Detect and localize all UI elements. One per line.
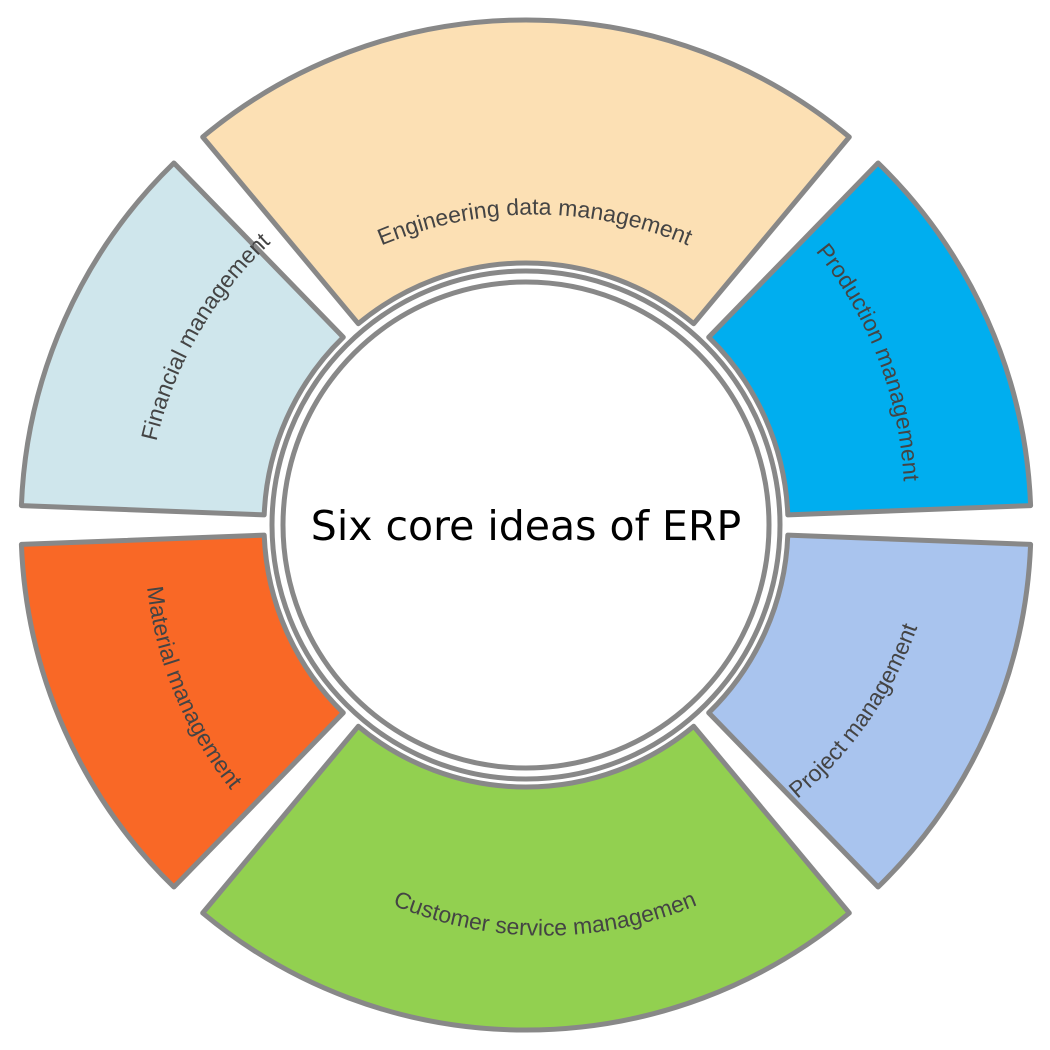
segment-financial-management <box>18 160 346 518</box>
segments <box>18 17 1034 1033</box>
center-title: Six core ideas of ERP <box>311 502 741 550</box>
segment-production-management <box>706 160 1034 518</box>
segment-engineering-data-management <box>200 17 852 327</box>
segment-project-management <box>706 532 1034 890</box>
segment-material-management <box>18 532 346 890</box>
center-circle <box>280 279 772 771</box>
segment-customer-service-management <box>200 723 852 1033</box>
